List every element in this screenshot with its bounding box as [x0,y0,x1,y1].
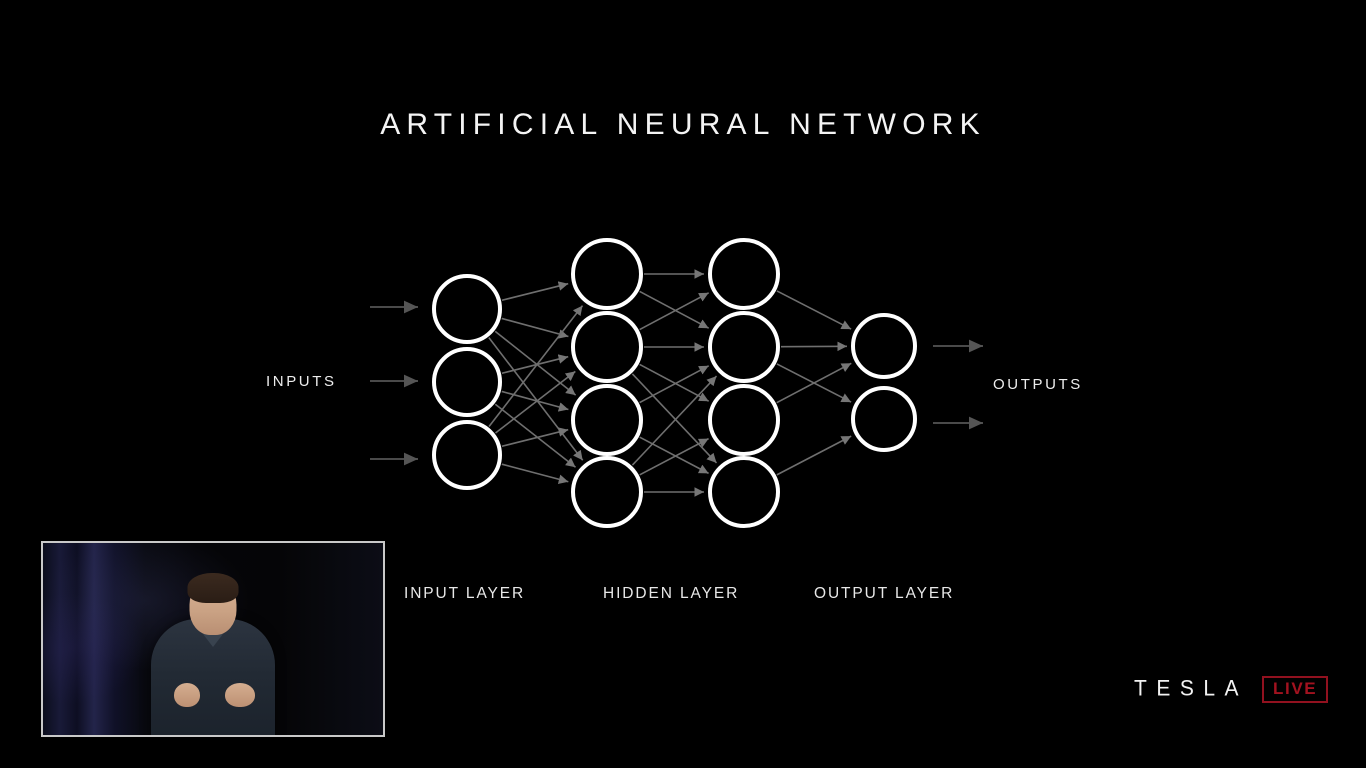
connection-line [631,375,718,466]
neuron-node-hidden-layer-1 [571,384,643,456]
connection-lines [488,269,852,497]
outputs-label: OUTPUTS [993,376,1083,393]
connection-line [631,373,718,464]
connection-line [501,354,569,375]
neuron-node-hidden-layer-2 [708,456,780,528]
connection-line [776,435,852,476]
neuron-node-input-layer [432,347,502,417]
connection-line [495,370,576,434]
neuron-node-output-layer [851,313,917,379]
connection-line [639,365,710,404]
connection-line [494,330,577,396]
presenter-hand-left [174,683,200,707]
connection-line [776,362,852,404]
neuron-nodes [432,238,917,528]
connection-line [488,305,584,428]
connection-line [639,436,709,475]
connection-line [501,427,569,448]
connection-line [639,292,710,331]
presenter-hand-right [225,683,255,707]
inputs-label: INPUTS [266,373,337,390]
neuron-node-hidden-layer-1 [571,456,643,528]
page-title: ARTIFICIAL NEURAL NETWORK [380,108,986,141]
caption-output-layer: OUTPUT LAYER [814,585,955,602]
connection-line [639,363,710,402]
connection-line [501,390,569,412]
connection-line [501,281,569,302]
connection-line [639,437,709,476]
io-arrows [370,300,983,466]
tesla-live-logo: TESLA LIVE [1134,676,1329,703]
caption-hidden-layer: HIDDEN LAYER [603,585,740,602]
connection-line [494,403,577,468]
connection-line [501,317,569,339]
neuron-node-input-layer [432,420,502,490]
tesla-wordmark: TESLA [1134,676,1249,702]
connection-line [776,290,852,330]
neuron-node-hidden-layer-2 [708,311,780,383]
neuron-node-hidden-layer-1 [571,311,643,383]
presenter-hair [187,573,239,603]
neuron-node-input-layer [432,274,502,344]
connection-line [501,463,569,484]
connection-line [776,363,852,403]
neuron-node-hidden-layer-2 [708,384,780,456]
neuron-node-output-layer [851,386,917,452]
live-badge: LIVE [1262,676,1329,703]
caption-input-layer: INPUT LAYER [404,585,526,602]
neuron-node-hidden-layer-1 [571,238,643,310]
connection-line [639,290,710,329]
presenter-video-thumbnail[interactable] [41,541,385,737]
connection-line [488,337,584,461]
neuron-node-hidden-layer-2 [708,238,780,310]
